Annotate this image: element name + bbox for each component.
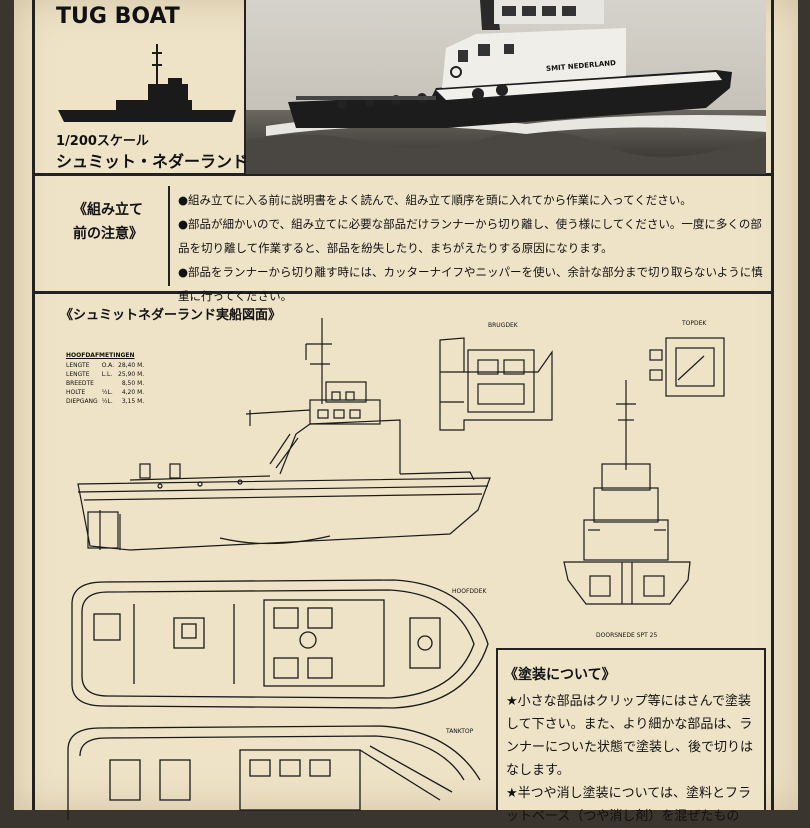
notice-title-line1: 《組み立て [73,202,143,218]
painting-item: ★小さな部品はクリップ等にはさんで塗装して下さい。また、より細かな部品は、ランナ… [506,694,754,778]
notice-text: ●組み立てに入る前に説明書をよく読んで、組み立て順序を頭に入れてから作業に入って… [178,188,766,308]
section-label: DOORSNEDE SPT 25 [596,632,658,639]
notice-item: ●組み立てに入る前に説明書をよく読んで、組み立て順序を頭に入れてから作業に入って… [178,193,692,207]
notice-item: ●部品が細かいので、組み立てに必要な部品だけランナーから切り離し、使う様にしてく… [178,217,762,255]
page-frame [32,0,774,810]
notice-title-line2: 前の注意》 [73,226,143,242]
silhouette-panel [48,0,246,176]
top-deck-label: TOPDEK [682,320,707,327]
notice-section [32,176,774,294]
scale-label: 1/200スケール [56,134,149,149]
model-title: TUG BOAT [56,4,180,29]
main-deck-plan-drawing [71,579,489,709]
dimensions-header: HOOFDAFMETINGEN [66,352,135,359]
painting-item: ★半つや消し塗装については、塗料とフラットベース（つや消し剤）を混ぜたもの [506,786,752,824]
tank-top-label: TANKTOP [446,728,474,735]
painting-title: 《塗装について》 [504,667,616,683]
front-section-drawing [563,380,691,605]
notice-title: 《組み立て 前の注意》 [48,186,170,286]
drawing-title: 《シュミットネダーランド実船図面》 [60,308,282,323]
tank-top-plan-drawing [67,725,481,820]
painting-notes-box [496,648,766,810]
painting-text: ★小さな部品はクリップ等にはさんで塗装して下さい。また、より細かな部品は、ランナ… [506,690,762,828]
bridge-deck-label: BRUGDEK [488,322,518,329]
main-deck-label: HOOFDDEK [452,588,487,595]
side-elevation-drawing [77,318,491,551]
tug-silhouette-icon [58,44,236,122]
tug-photo: SMIT NEDERLAND [246,0,766,174]
top-deck-drawing [649,337,725,397]
notice-item: ●部品をランナーから切り離す時には、カッターナイフやニッパーを使い、余計な部分ま… [178,265,763,303]
bridge-deck-drawing [439,337,553,431]
ship-name: シュミット・ネダーランド [56,152,249,171]
header-section [32,0,774,176]
